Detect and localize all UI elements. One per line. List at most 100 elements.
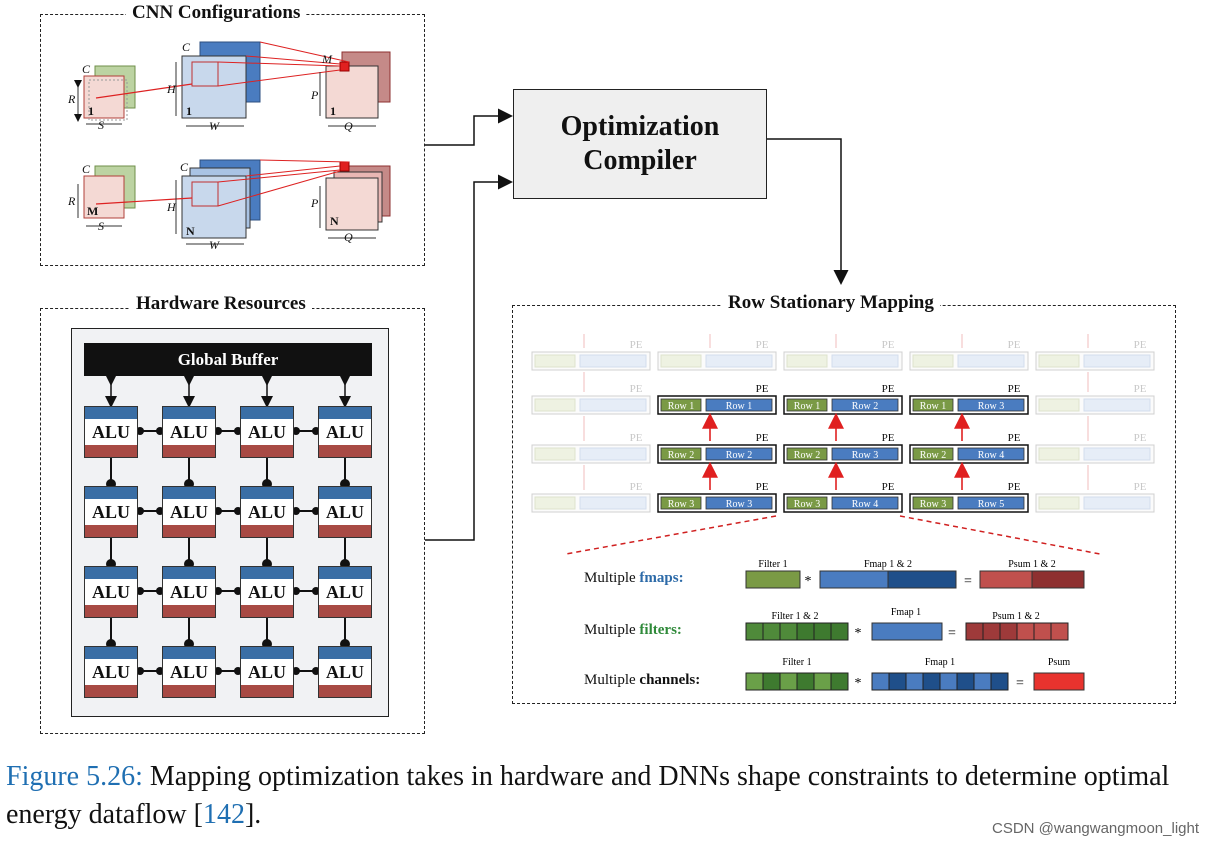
alu-label: ALU [91,501,130,522]
alu-node [214,507,222,515]
pe-label: PE [1134,481,1147,493]
top-filter-c-label: C [82,62,91,76]
zoom-line-left [565,515,777,555]
pe-inactive-fmap [579,447,647,461]
bottom-filter-s-label: S [98,219,104,233]
alu-node [214,427,222,435]
pe-inactive-filter [1038,398,1080,412]
zoom-line-right [899,515,1101,555]
pe-inactive-fmap [831,354,899,368]
alu-unit: ALU [240,646,294,698]
fmap-cell [939,672,958,691]
pe-fmap-text: Row 1 [726,401,752,412]
alu-label: ALU [247,421,286,442]
top-filter-count: 1 [88,104,94,118]
compiler-line-2: Compiler [583,145,697,176]
top-ofmap-count: 1 [330,104,336,118]
alu-label: ALU [91,661,130,682]
pe-inactive-fmap [579,354,647,368]
alu-node [292,507,300,515]
alu-node [136,507,144,515]
top-ofmap-q-label: Q [344,119,353,133]
top-ifmap-w-label: W [209,119,219,133]
pe-filter-text: Row 1 [920,401,946,412]
figure-label: Figure 5.26: [6,761,143,792]
pe-filter-text: Row 3 [920,499,946,510]
alu-unit: ALU [318,646,372,698]
alu-unit: ALU [318,486,372,538]
pe-fmap-text: Row 3 [978,401,1004,412]
pe-fmap-text: Row 3 [852,450,878,461]
multiple-row-label: Multiple fmaps: [584,570,684,587]
ifmap-stack-front [181,55,247,119]
op-equals: = [1016,676,1024,691]
alu-unit: ALU [240,486,294,538]
pe-label: PE [756,432,769,444]
multiple-word: channels: [639,672,701,688]
psum-bar-label: Psum 1 & 2 [1008,559,1056,570]
fmap-cell [888,672,907,691]
pe-fmap-row [705,496,773,510]
compiler-to-mapping-arrow [767,138,849,285]
pe-label: PE [882,383,895,395]
pe-filter-row [786,398,828,412]
bottom-ifmap-h-label: H [167,200,176,214]
alu-unit: ALU [162,486,216,538]
filter-cell [813,672,832,691]
multiple-word: fmaps: [639,570,684,586]
bottom-filter-c-label: C [82,162,91,176]
pe-filter-row [912,447,954,461]
pe-label: PE [882,339,895,351]
alu-unit: ALU [162,646,216,698]
alu-label: ALU [325,581,364,602]
pe-label: PE [1008,432,1021,444]
pe-inactive-fmap [957,354,1025,368]
filter-cell [779,622,798,641]
pe-filter-text: Row 1 [794,401,820,412]
fmap-cell [922,672,941,691]
top-ofmap-m-label: M [322,52,332,66]
psum-bar-1 [979,570,1033,589]
filter-bar-label: Filter 1 & 2 [772,611,819,622]
filter-cell [830,622,849,641]
alu-node [292,667,300,675]
filter-bar-label: Filter 1 [758,559,787,570]
alu-unit: ALU [84,486,138,538]
pe-label: PE [630,432,643,444]
cnn-bottom-row [77,159,391,245]
alu-interconnect [105,374,351,675]
pe-label: PE [756,481,769,493]
pe-inactive-fmap [1083,447,1151,461]
bottom-ifmap-count: N [186,224,195,238]
alu-label: ALU [325,501,364,522]
fmap-cell [973,672,992,691]
citation-link[interactable]: 142 [202,799,245,830]
multiple-word: filters: [639,622,682,638]
compiler-line-1: Optimization [560,111,720,142]
alu-label: ALU [169,581,208,602]
row-stationary-mapping-title: Row Stationary Mapping [722,292,940,314]
alu-label: ALU [247,581,286,602]
pe-inactive-filter [534,354,576,368]
psum-cell [1033,622,1052,641]
pe-filter-row [660,398,702,412]
bottom-ofmap-count: N [330,214,339,228]
pe-filter-row [786,447,828,461]
pe-label: PE [882,432,895,444]
pe-label: PE [630,339,643,351]
pe-label: PE [630,383,643,395]
filter-cell [830,672,849,691]
fmap-bar-label: Fmap 1 [925,657,955,668]
pe-inactive-filter [912,354,954,368]
alu-unit: ALU [240,406,294,458]
pe-label: PE [1134,339,1147,351]
bottom-ifmap-w-label: W [209,238,219,252]
pe-filter-text: Row 3 [668,499,694,510]
multiple-row-label: Multiple channels: [584,672,700,689]
psum-bar-label: Psum 1 & 2 [992,611,1040,622]
ofmap-stack-front [325,65,379,119]
pe-fmap-text: Row 3 [726,499,752,510]
pe-inactive-fmap [579,496,647,510]
